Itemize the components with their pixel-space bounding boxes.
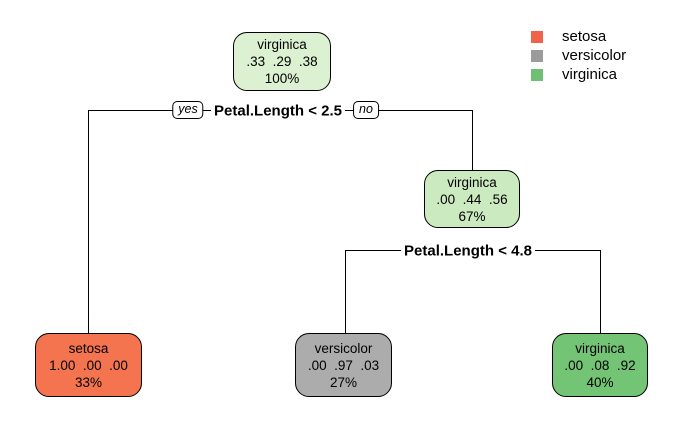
node-coverage-percent: 100%: [264, 71, 300, 86]
node-class-label: versicolor: [314, 340, 373, 356]
edge-yes-branch-vertical: [88, 110, 89, 333]
node-coverage-percent: 67%: [458, 208, 486, 224]
legend-item-setosa: setosa: [531, 28, 626, 45]
split-condition-label-2: Petal.Length < 4.8: [401, 242, 535, 260]
node-probabilities: .00 .97 .03: [307, 357, 380, 373]
node-class-label: virginica: [257, 37, 307, 52]
edge-split2-left-vertical: [345, 250, 346, 333]
split-condition-label-1: Petal.Length < 2.5: [211, 102, 345, 120]
legend-item-virginica: virginica: [531, 66, 626, 83]
legend: setosa versicolor virginica: [531, 28, 627, 83]
yes-branch-label: yes: [172, 101, 204, 119]
legend-swatch-setosa: [531, 31, 543, 43]
node-probabilities: .33 .29 .38: [246, 54, 318, 69]
tree-node-root: virginica .33 .29 .38 100%: [233, 32, 331, 91]
node-class-label: setosa: [68, 340, 109, 356]
node-probabilities: .00 .44 .56: [436, 191, 508, 207]
node-probabilities: 1.00 .00 .00: [49, 357, 128, 373]
legend-label: setosa: [562, 28, 607, 45]
tree-leaf-virginica: virginica .00 .08 .92 40%: [552, 333, 648, 397]
legend-swatch-virginica: [531, 69, 543, 81]
node-coverage-percent: 40%: [586, 374, 614, 390]
no-branch-label: no: [353, 101, 379, 119]
legend-label: versicolor: [562, 47, 627, 64]
tree-leaf-versicolor: versicolor .00 .97 .03 27%: [295, 333, 392, 397]
edge-split2-right-vertical: [600, 250, 601, 333]
tree-leaf-setosa: setosa 1.00 .00 .00 33%: [35, 333, 142, 397]
node-class-label: virginica: [575, 340, 625, 356]
tree-node-internal-right: virginica .00 .44 .56 67%: [424, 170, 520, 228]
legend-item-versicolor: versicolor: [531, 47, 627, 64]
legend-swatch-versicolor: [531, 50, 543, 62]
edge-no-branch-vertical: [472, 110, 473, 171]
node-coverage-percent: 27%: [329, 374, 358, 390]
node-probabilities: .00 .08 .92: [564, 357, 636, 373]
node-coverage-percent: 33%: [74, 374, 103, 390]
legend-label: virginica: [562, 66, 618, 83]
node-class-label: virginica: [447, 174, 497, 190]
